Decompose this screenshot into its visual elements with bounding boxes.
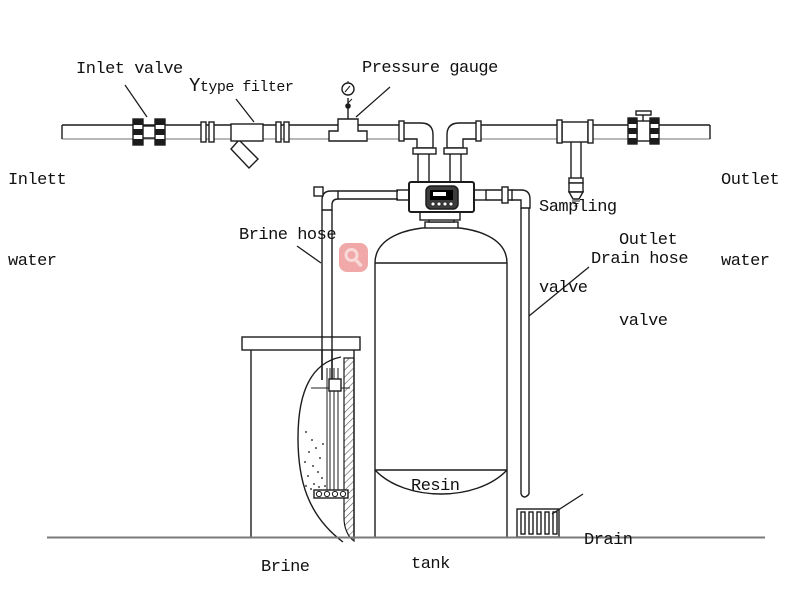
inlet-valve	[132, 118, 166, 146]
outlet-water-label: Outlet water	[721, 113, 780, 329]
brine-tank	[241, 336, 361, 543]
drain-ditch-leader	[551, 493, 584, 515]
outlet-valve-label: Outlet valve	[619, 173, 678, 389]
pressure-gauge	[328, 81, 368, 142]
controller-button-icon	[430, 201, 436, 207]
inlett-water-line2: water	[8, 252, 57, 271]
resin-tank	[374, 226, 508, 537]
salt-dots	[304, 431, 326, 490]
brine-hose-label: Brine hose	[239, 226, 337, 245]
control-valve-head	[396, 181, 487, 229]
inlett-water-label: Inlett water	[8, 113, 67, 329]
drain-hose-label: Drain hose	[591, 250, 689, 269]
leader-lines	[124, 84, 590, 515]
outlet-valve-line1: Outlet	[619, 231, 678, 250]
pipe-coupling-right	[275, 121, 290, 143]
brine-strainer	[313, 489, 349, 499]
outlet-water-line1: Outlet	[721, 171, 780, 190]
inlett-water-line1: Inlett	[8, 171, 67, 190]
sampling-valve	[556, 119, 594, 207]
controller-button-icon	[442, 201, 448, 207]
resin-tank-line2: tank	[411, 555, 450, 574]
pipe-elbow-right	[443, 120, 482, 182]
controller-button-icon	[436, 201, 442, 207]
magnifier-watermark-icon	[339, 243, 368, 272]
sampling-valve-line2: valve	[539, 279, 588, 298]
ytype-filter	[230, 123, 264, 170]
sampling-valve-label: Sampling valve	[539, 140, 617, 356]
pressure-gauge-leader	[355, 86, 391, 118]
brine-valve-float	[328, 378, 342, 392]
inlet-valve-leader	[124, 84, 148, 118]
drain-hose-leader	[528, 266, 590, 317]
brine-tank-label: Brine tank	[261, 502, 310, 596]
resin-tank-label: Resin tank	[411, 421, 460, 596]
outlet-valve	[627, 110, 660, 145]
pipe-elbow-left	[398, 120, 437, 182]
brine-tank-line1: Brine	[261, 558, 310, 577]
ytype-filter-leader	[235, 98, 255, 123]
inlet-valve-label: Inlet valve	[76, 60, 183, 79]
pressure-gauge-label: Pressure gauge	[362, 59, 498, 78]
brine-hose-pipe	[313, 186, 398, 380]
drain-ditch-label: Drain ditch	[584, 476, 633, 596]
controller-display	[425, 185, 459, 210]
sampling-valve-line1: Sampling	[539, 198, 617, 217]
drain-ditch-line1: Drain	[584, 531, 633, 550]
ytype-filter-label-rest: type filter	[199, 79, 294, 96]
ytype-filter-label-y: Y	[189, 75, 200, 97]
pipe-coupling-left	[200, 121, 215, 143]
resin-tank-line1: Resin	[411, 477, 460, 496]
drain-hose-pipe	[486, 186, 531, 498]
outlet-water-line2: water	[721, 252, 770, 271]
brine-hose-leader	[296, 245, 322, 264]
outlet-valve-line2: valve	[619, 312, 668, 331]
ytype-filter-label: Ytype filter	[189, 73, 294, 101]
controller-button-icon	[448, 201, 454, 207]
brine-well-hatch	[343, 357, 355, 543]
